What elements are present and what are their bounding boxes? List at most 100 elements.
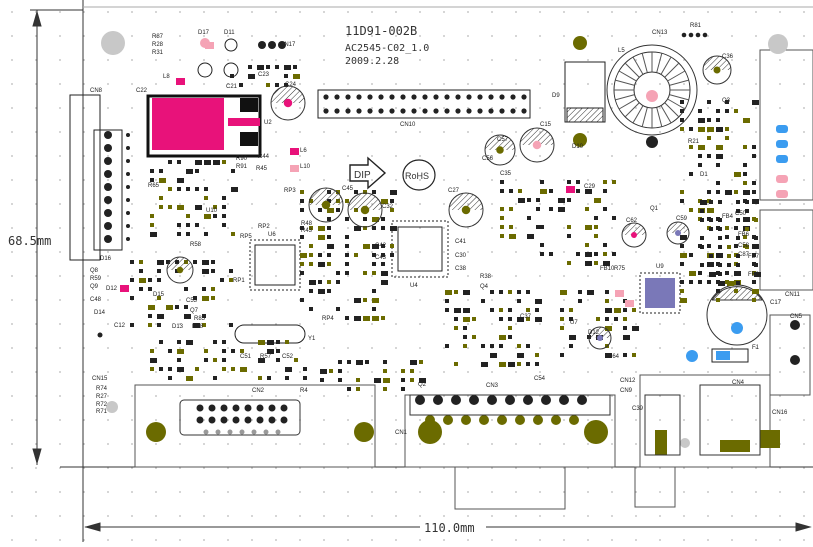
smd-pad [213,340,217,344]
part-number: 11D91-002B [345,24,417,38]
smd-pad [213,214,217,218]
smd-pad [372,262,376,266]
smd-pad [558,198,565,203]
smd-pad [338,360,342,364]
smd-pad [500,189,504,193]
smd-pad [707,244,711,248]
smd-pad [700,263,704,267]
smd-pad [390,190,397,195]
highlight-resistor [566,186,575,193]
smd-pad [490,353,497,358]
cn3-pin [468,437,478,447]
smd-pad [177,367,184,372]
smd-pad [363,190,367,194]
mount-pad [354,422,374,442]
l5-spoke [667,70,686,82]
smd-pad [177,160,181,164]
smd-pad [275,65,279,69]
smd-pad [745,200,749,204]
smd-pad [734,271,741,276]
smd-pad [700,245,704,249]
smd-pad [540,225,544,229]
capacitor-c27 [461,205,471,215]
cn2-pin [232,404,240,412]
smd-pad [718,236,722,240]
smd-pad [381,253,385,257]
smd-pad [309,253,313,257]
smd-pad [372,226,376,230]
smd-pad [508,326,512,330]
smd-pad [500,207,504,211]
smd-pad [535,308,539,312]
smd-pad [168,349,172,353]
smd-pad [195,169,199,173]
smd-pad [700,200,707,205]
l5-spoke [667,98,686,110]
label-u9: U9 [656,264,664,270]
smd-pad [594,234,598,238]
smd-pad [168,205,172,209]
cn2-pin [196,416,204,424]
smd-pad [734,190,738,194]
smd-pad [689,253,693,257]
smd-pad [718,263,722,267]
smd-pad [752,253,756,257]
smd-pad [159,196,163,200]
smd-pad [139,287,143,291]
smd-pad [211,260,215,264]
smd-pad [734,289,738,293]
smd-pad [612,216,616,220]
smd-pad [186,214,190,218]
smd-pad [745,218,749,222]
capacitor-c36 [703,56,731,70]
cn8-pin [126,185,130,189]
smd-pad [374,378,381,383]
smd-pad [752,154,756,158]
smd-pad [275,83,279,87]
smd-pad [680,289,684,293]
smd-pad [372,217,379,222]
smd-pad [258,358,265,363]
smd-pad [463,344,467,348]
label-r75: R75 [614,266,626,272]
smd-pad [707,118,711,122]
cn10-pin [422,108,428,114]
label-c41: C41 [455,239,467,245]
smd-pad [445,308,449,312]
capacitor-c64 [589,327,611,338]
label-r28: R28 [152,42,164,48]
smd-pad [276,358,280,362]
smd-pad [754,263,758,267]
smd-pad [222,214,226,218]
label-c64: C64 [608,354,620,360]
smd-pad [707,190,711,194]
smd-pad [320,378,324,382]
smd-pad [177,358,181,362]
pink-led [776,175,788,183]
smd-pad [526,344,530,348]
label-d12: D12 [106,286,118,292]
diode-d9 [564,36,606,147]
smd-pad [150,367,154,371]
smd-pad [177,232,181,236]
smd-pad [186,187,190,191]
smd-pad [727,263,731,267]
smd-pad [195,223,199,227]
smd-pad [540,252,544,256]
smd-pad [736,218,740,222]
cn3-pin [559,395,569,405]
cn3-pin [479,415,489,425]
smd-pad [754,218,758,222]
capacitor-c56 [496,146,504,154]
label-c57: C57 [497,137,509,143]
l5-spoke [656,107,663,127]
smd-pad [709,254,713,258]
smd-pad [327,280,331,284]
smd-pad [576,180,580,184]
smd-pad [605,353,612,358]
label-r44: R44 [258,154,270,160]
smd-pad [718,281,725,286]
label-c12: C12 [114,323,126,329]
label-c39: C39 [632,406,644,412]
cn3-pin [504,437,514,447]
